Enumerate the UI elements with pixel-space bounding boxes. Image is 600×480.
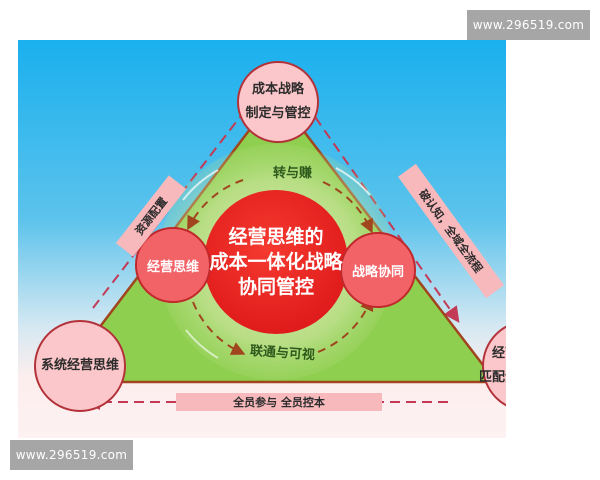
diagram-shapes (34, 61, 506, 412)
corner-node-bottom-left-shape (34, 320, 126, 412)
center-title: 经营思维的 成本一体化战略 协同管控 (204, 190, 348, 334)
inner-node-right-shape (340, 232, 416, 308)
inner-node-left: 经营思维 (146, 259, 199, 275)
corner-node-top-shape (237, 61, 319, 143)
diagram-canvas: 资源配置 破认知，全域全流程 全员参与 全员控本 转与赚 联通与可视 经营思维的… (18, 40, 506, 438)
corner-node-bottom-right-shape (482, 325, 506, 407)
corner-top-line-1: 成本战略 (251, 82, 304, 97)
corner-bl-line-1: 系统经营思维 (40, 358, 119, 373)
watermark-top: www.296519.com (467, 10, 590, 40)
center-line-2: 成本一体化战略 (209, 250, 343, 273)
corner-node-top: 成本战略 制定与管控 (238, 62, 318, 142)
corner-node-bottom-right: 经营战略 匹配企业战略 (473, 321, 506, 411)
inner-node-left-shape (135, 227, 211, 303)
corner-node-bottom-left: 系统经营思维 (35, 321, 125, 411)
watermark-bottom: www.296519.com (10, 440, 133, 470)
side-label-bottom: 全员参与 全员控本 (176, 393, 382, 411)
center-circle (204, 190, 348, 334)
corner-top-line-2: 制定与管控 (245, 106, 311, 121)
center-line-3: 协同管控 (237, 275, 314, 298)
center-line-1: 经营思维的 (228, 225, 324, 248)
inner-node-right: 战略协同 (351, 264, 404, 280)
corner-br-line-1: 经营战略 (491, 346, 506, 361)
inner-cycle-arrows (187, 179, 374, 355)
arc-label-top: 转与赚 (273, 166, 313, 181)
corner-br-line-2: 匹配企业战略 (478, 370, 506, 385)
